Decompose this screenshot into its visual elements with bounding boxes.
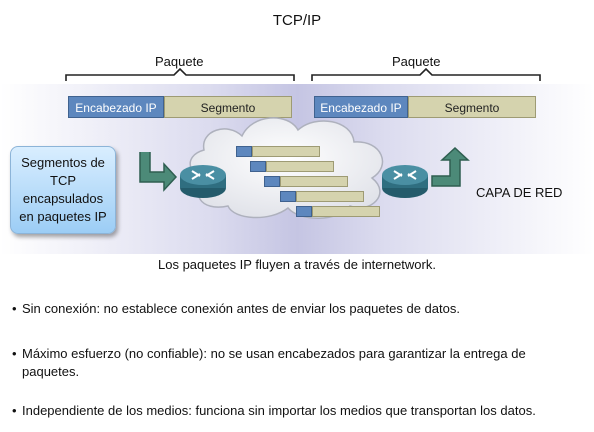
packet-left-segment: Segmento <box>164 96 292 118</box>
network-layer-label: CAPA DE RED <box>476 185 563 200</box>
mini-packet <box>236 146 320 157</box>
packet-label-left: Paquete <box>155 54 204 69</box>
packet-brace-left <box>65 68 295 81</box>
arrow-into-network-icon <box>139 152 178 192</box>
mini-packet <box>280 191 364 202</box>
diagram-caption: Los paquetes IP fluyen a través de inter… <box>158 257 436 272</box>
callout-line: TCP <box>50 173 76 188</box>
bullet-dot: • <box>12 346 17 361</box>
packet-right-segment: Segmento <box>408 96 536 118</box>
router-left-icon <box>180 165 226 198</box>
callout-line: en paquetes IP <box>19 209 107 224</box>
bullet-item: • Independiente de los medios: funciona … <box>12 403 536 418</box>
callout-line: Segmentos de <box>21 155 105 170</box>
packet-label-right: Paquete <box>392 54 441 69</box>
packet-right-ip-header: Encabezado IP <box>314 96 408 118</box>
bullet-item: • Sin conexión: no establece conexión an… <box>12 301 460 316</box>
bullet-dot: • <box>12 403 17 418</box>
bullet-dot: • <box>12 301 17 316</box>
diagram-title: TCP/IP <box>272 12 322 29</box>
arrow-out-of-network-icon <box>431 146 470 187</box>
mini-packet <box>250 161 334 172</box>
bullet-item: • Máximo esfuerzo (no confiable): no se … <box>12 346 526 379</box>
packet-left-ip-header: Encabezado IP <box>68 96 164 118</box>
callout-line: encapsulados <box>22 191 104 206</box>
mini-packet <box>264 176 348 187</box>
router-right-icon <box>382 165 428 198</box>
encapsulation-callout: Segmentos de TCP encapsulados en paquete… <box>10 146 116 234</box>
mini-packet <box>296 206 380 217</box>
packet-brace-right <box>311 68 541 81</box>
